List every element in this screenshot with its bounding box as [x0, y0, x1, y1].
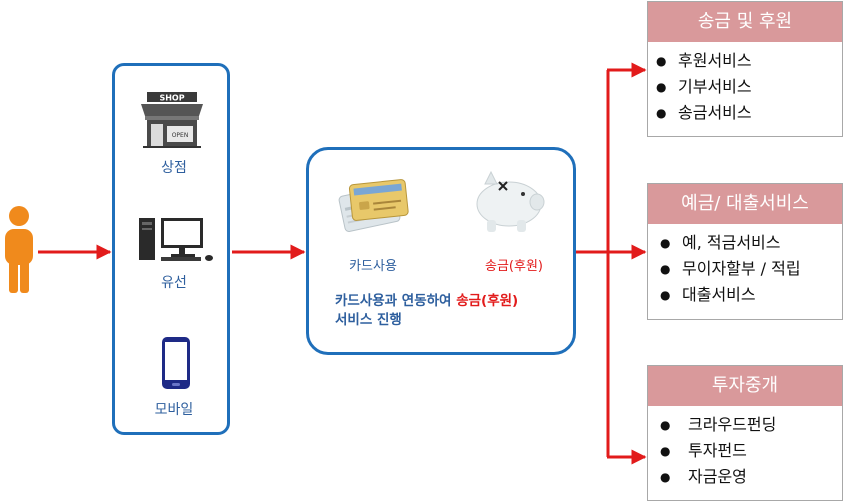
mobile-phone-icon — [161, 336, 191, 394]
card-usage-label: 카드사용 — [349, 259, 397, 274]
box-investment-brokerage-title: 투자중개 — [648, 366, 842, 406]
list-item: ●무이자할부 / 적립 — [660, 259, 801, 278]
service-panel: 카드사용 송금(후원) 카드사용과 연동하여 송금(후원) 서비스 진행 — [306, 147, 576, 355]
box-remit-donation-title: 송금 및 후원 — [648, 2, 842, 42]
box-deposit-loan-title: 예금/ 대출서비스 — [648, 184, 842, 224]
box-deposit-loan-list: ●예, 적금서비스 ●무이자할부 / 적립 ● 대출서비스 — [648, 224, 842, 308]
box-investment-brokerage: 투자중개 ●크라우드펀딩 ●투자펀드 ●자금운영 — [647, 365, 843, 501]
channel-label-shop: 상점 — [161, 160, 187, 176]
desktop-computer-icon — [137, 216, 215, 266]
channel-label-wired: 유선 — [161, 275, 187, 291]
list-item: ●송금서비스 — [656, 103, 752, 122]
box-deposit-loan: 예금/ 대출서비스 ●예, 적금서비스 ●무이자할부 / 적립 ● 대출서비스 — [647, 183, 843, 320]
service-description-part1: 카드사용과 연동하여 — [335, 293, 457, 309]
person-icon — [2, 205, 36, 299]
credit-card-icon — [335, 172, 413, 242]
list-item: ●후원서비스 — [656, 51, 752, 70]
remittance-label: 송금(후원) — [485, 259, 543, 274]
list-item: ●기부서비스 — [656, 77, 752, 96]
svg-text:OPEN: OPEN — [172, 132, 189, 139]
service-description-highlight: 송금(후원) — [456, 293, 519, 309]
list-item: ●투자펀드 — [660, 441, 747, 460]
shop-icon: SHOP OPEN — [139, 92, 205, 152]
channel-panel: SHOP OPEN 상점 유선 — [112, 63, 230, 435]
service-description-part2: 서비스 진행 — [335, 312, 402, 328]
box-remit-donation-list: ●후원서비스 ●기부서비스 ●송금서비스 — [648, 42, 842, 126]
list-item: ●크라우드펀딩 — [660, 415, 777, 434]
piggy-bank-icon — [469, 168, 549, 238]
list-item: ●자금운영 — [660, 467, 747, 486]
list-item: ● 대출서비스 — [660, 285, 756, 304]
service-description: 카드사용과 연동하여 송금(후원) 서비스 진행 — [335, 292, 575, 330]
box-remit-donation: 송금 및 후원 ●후원서비스 ●기부서비스 ●송금서비스 — [647, 1, 843, 137]
list-item: ●예, 적금서비스 — [660, 233, 781, 252]
channel-label-mobile: 모바일 — [154, 402, 194, 418]
box-investment-brokerage-list: ●크라우드펀딩 ●투자펀드 ●자금운영 — [648, 406, 842, 490]
svg-text:SHOP: SHOP — [159, 94, 184, 103]
